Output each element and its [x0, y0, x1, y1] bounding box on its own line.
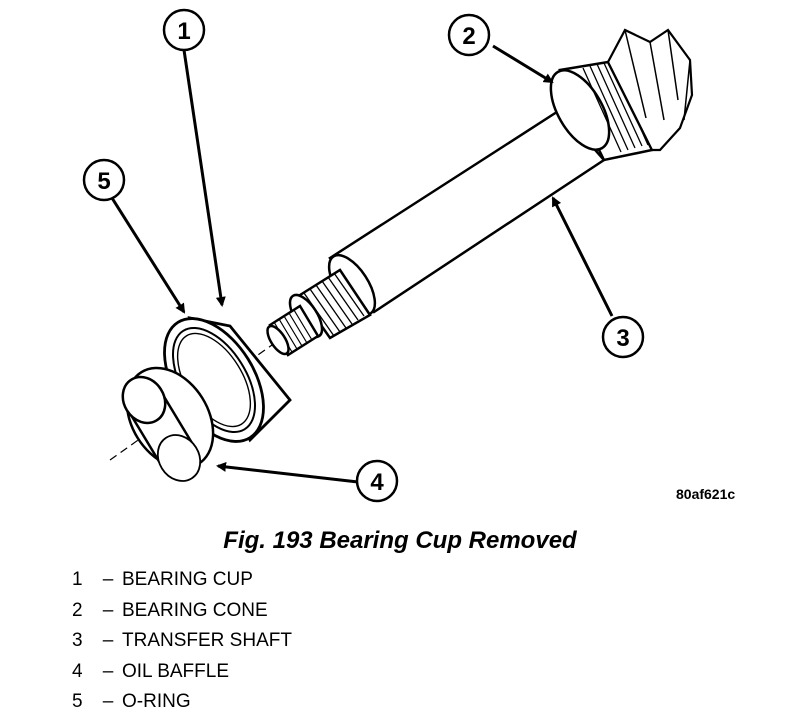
callout-5: 5	[82, 158, 126, 202]
legend-number: 2	[72, 599, 83, 621]
svg-text:4: 4	[370, 469, 384, 496]
leader-arrow-3	[551, 196, 614, 317]
legend-label: BEARING CONE	[122, 599, 268, 621]
legend-label: BEARING CUP	[122, 569, 253, 590]
legend-number: 3	[72, 630, 83, 651]
legend-item: 4 – OIL BAFFLE	[72, 657, 292, 688]
centerline	[109, 344, 273, 461]
exploded-view-illustration: 1 2 3 4 5	[82, 8, 694, 503]
legend-dash: –	[102, 630, 114, 651]
leader-arrow-5	[110, 197, 186, 314]
callout-4: 4	[355, 459, 399, 503]
callout-2: 2	[447, 13, 491, 57]
leader-arrow-2	[492, 44, 554, 84]
parts-legend: 1 – BEARING CUP 2 – BEARING CONE 3 – TRA…	[72, 565, 292, 718]
legend-number: 5	[72, 691, 83, 712]
legend-item: 3 – TRANSFER SHAFT	[72, 626, 292, 657]
callout-3: 3	[601, 315, 645, 359]
legend-number: 1	[72, 569, 83, 590]
svg-text:1: 1	[177, 18, 190, 45]
callout-1: 1	[162, 8, 206, 52]
legend-item: 1 – BEARING CUP	[72, 565, 292, 596]
legend-label: OIL BAFFLE	[122, 660, 229, 682]
legend-label: TRANSFER SHAFT	[122, 630, 292, 651]
svg-text:2: 2	[462, 23, 475, 50]
svg-text:3: 3	[616, 325, 629, 352]
legend-dash: –	[102, 691, 114, 712]
pinion-gear	[606, 28, 694, 152]
figure-caption: Fig. 193 Bearing Cup Removed	[223, 527, 577, 554]
legend-dash: –	[102, 569, 114, 590]
leader-arrow-4	[216, 461, 359, 484]
figure-code: 80af621c	[676, 486, 736, 502]
svg-text:5: 5	[97, 168, 110, 195]
leader-arrow-1	[182, 49, 226, 307]
legend-item: 5 – O-RING	[72, 687, 292, 718]
leader-arrows	[110, 44, 614, 484]
oil-baffle	[121, 375, 202, 482]
legend-dash: –	[102, 660, 114, 682]
transfer-shaft	[266, 108, 606, 357]
legend-label: O-RING	[122, 691, 191, 712]
legend-number: 4	[72, 660, 83, 682]
legend-dash: –	[102, 599, 114, 621]
legend-item: 2 – BEARING CONE	[72, 596, 292, 627]
